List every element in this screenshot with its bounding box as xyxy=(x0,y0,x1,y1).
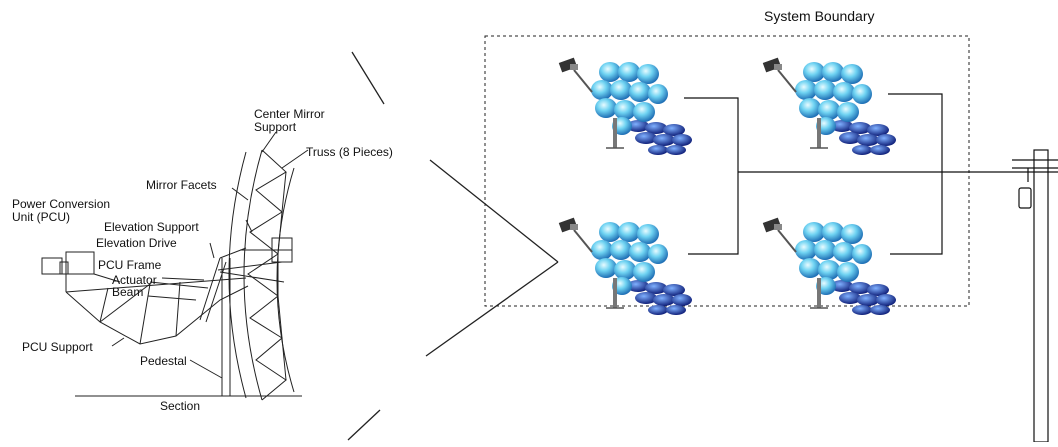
dish-section-drawing xyxy=(41,131,309,401)
dish-unit-top-left xyxy=(557,56,693,156)
connection-wiring xyxy=(684,93,1058,255)
dish-unit-top-right xyxy=(761,56,897,156)
label-section: Section xyxy=(160,399,201,413)
system-boundary-box xyxy=(484,35,970,307)
label-truss: Truss (8 Pieces) xyxy=(306,145,393,159)
label-pedestal: Pedestal xyxy=(140,354,187,368)
dish-unit-bottom-left xyxy=(557,216,693,316)
label-elevation-drive: Elevation Drive xyxy=(96,236,177,250)
label-actuator-beam: Actuator Beam xyxy=(112,273,157,299)
label-elevation-support: Elevation Support xyxy=(104,220,199,234)
label-mirror-facets: Mirror Facets xyxy=(146,178,217,192)
label-pcu-frame: PCU Frame xyxy=(98,258,162,272)
label-center-mirror-support: Center Mirror Support xyxy=(254,107,325,134)
label-system-boundary: System Boundary xyxy=(764,8,875,24)
label-power-conversion-unit: Power Conversion Unit (PCU) xyxy=(12,197,111,224)
dish-unit-bottom-right xyxy=(761,216,897,316)
utility-pole xyxy=(1012,149,1058,443)
view-cone-lines xyxy=(347,51,559,441)
label-pcu-support: PCU Support xyxy=(22,340,93,354)
